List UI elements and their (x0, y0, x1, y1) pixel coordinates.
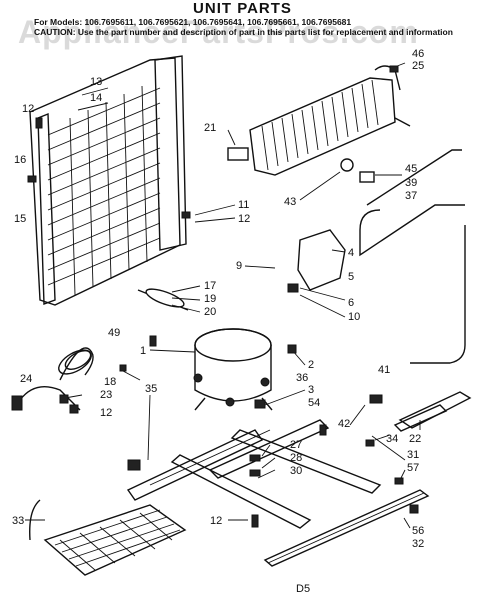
callout-56: 56 (412, 525, 424, 537)
compressor (193, 328, 273, 411)
leader-lines (25, 62, 421, 529)
callout-42: 42 (338, 418, 350, 430)
watermark-text: AppliancePartsPros.com (18, 14, 419, 50)
callout-12b: 12 (238, 213, 250, 225)
callout-11: 11 (238, 199, 249, 211)
callout-6: 6 (348, 297, 354, 309)
callout-3: 3 (308, 384, 314, 396)
callout-45: 45 (405, 163, 417, 175)
callout-54: 54 (308, 397, 320, 409)
callout-15: 15 (14, 213, 26, 225)
callout-28: 28 (290, 452, 302, 464)
evaporator-coil (227, 65, 411, 176)
callout-10: 10 (348, 311, 360, 323)
front-rail (263, 489, 430, 567)
callout-20: 20 (204, 306, 216, 318)
callout-49: 49 (108, 327, 120, 339)
callout-33: 33 (12, 515, 24, 527)
callout-31: 31 (407, 449, 419, 461)
overload-relay (287, 229, 346, 293)
callout-43: 43 (284, 196, 296, 208)
footer-code: D5 (296, 583, 310, 595)
callout-19: 19 (204, 293, 216, 305)
lower-condenser-coil (29, 499, 187, 576)
callout-labels: 13 14 12 16 15 11 12 21 46 25 45 39 37 4… (12, 48, 424, 595)
callout-41: 41 (378, 364, 390, 376)
callout-30: 30 (290, 465, 302, 477)
callout-16: 16 (14, 154, 26, 166)
callout-57: 57 (407, 462, 419, 474)
condenser-coil (29, 55, 187, 306)
capillary-tubing (359, 149, 466, 364)
thermostat-clip (340, 158, 375, 183)
power-cord (11, 347, 94, 411)
callout-9: 9 (236, 260, 242, 272)
callout-34: 34 (386, 433, 398, 445)
callout-12: 12 (22, 103, 34, 115)
callout-13: 13 (90, 76, 102, 88)
callout-36: 36 (296, 372, 308, 384)
callout-17: 17 (204, 280, 216, 292)
callout-24: 24 (20, 373, 32, 385)
callout-21: 21 (204, 122, 216, 134)
callout-37: 37 (405, 190, 417, 202)
drain-tray (393, 391, 472, 432)
callout-12d: 12 (210, 515, 222, 527)
models-line: For Models: 106.7695611, 106.7695621, 10… (34, 17, 352, 27)
callout-1: 1 (140, 345, 146, 357)
compressor-base (126, 419, 382, 529)
fasteners (27, 65, 419, 528)
callout-18: 18 (104, 376, 116, 388)
callout-27: 27 (290, 439, 302, 451)
callout-23: 23 (100, 389, 112, 401)
callout-12c: 12 (100, 407, 112, 419)
page-title: UNIT PARTS (193, 0, 292, 17)
callout-22: 22 (409, 433, 421, 445)
callout-2: 2 (308, 359, 314, 371)
callout-5: 5 (348, 271, 354, 283)
callout-4: 4 (348, 247, 354, 259)
callout-39: 39 (405, 177, 417, 189)
callout-14: 14 (90, 92, 102, 104)
callout-46: 46 (412, 48, 424, 60)
callout-35: 35 (145, 383, 157, 395)
callout-25: 25 (412, 60, 424, 72)
caution-line: CAUTION: Use the part number and descrip… (34, 27, 453, 37)
callout-32: 32 (412, 538, 424, 550)
